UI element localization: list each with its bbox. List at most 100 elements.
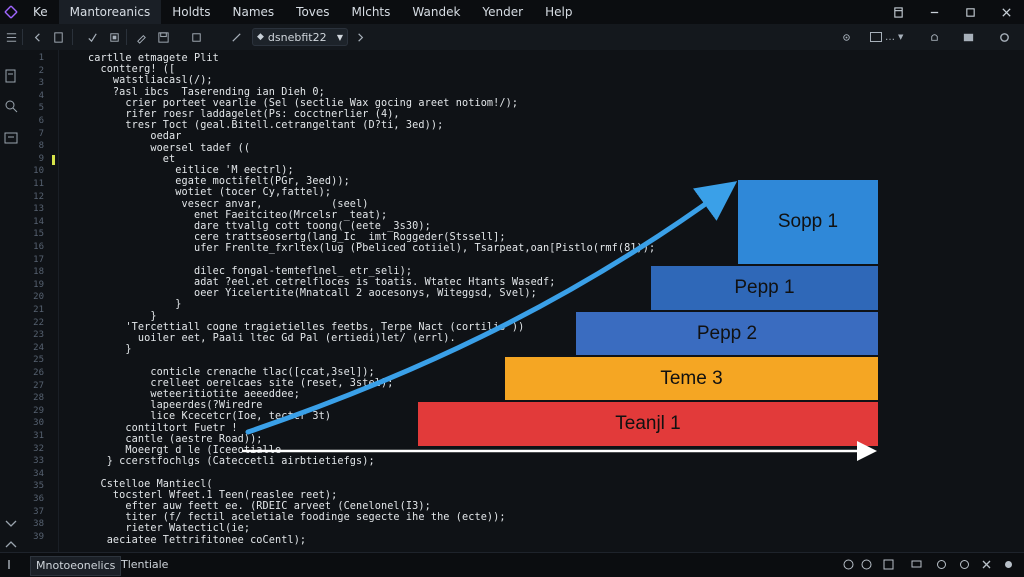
code-line: ufer Frenlte_fxrltex(lug (Pbeliced cotii… [88, 243, 656, 255]
line-number: 21 [33, 305, 44, 315]
step-label: Pepp 2 [696, 322, 758, 344]
code-line: dare ttvallg cott toong( (eete _3s30); [88, 221, 431, 232]
source-control-icon[interactable] [3, 130, 19, 146]
line-number: 16 [33, 242, 44, 252]
code-line: egate moctifelt(PGr, 3eed)); [88, 176, 350, 188]
back-icon[interactable] [27, 27, 47, 47]
step-label: Teanjl 1 [615, 413, 681, 434]
line-number: 39 [33, 531, 44, 542]
code-line: lapeerdes(?Wiredre [88, 400, 263, 412]
code-line: uoiler eet, Paali ltec Gd Pal (ertiedi)l… [88, 333, 456, 344]
code-line: wotiet (tocer Cy,fattel); [88, 187, 332, 199]
stack-icon[interactable] [104, 27, 124, 47]
code-line: conticle crenache tlac([ccat,3sel]); [88, 366, 375, 378]
line-number: 28 [33, 393, 44, 404]
minimize-icon[interactable] [916, 0, 952, 24]
branch-icon: ◆ [257, 32, 264, 42]
line-number: 3 [38, 78, 44, 89]
layout-icon[interactable] [882, 558, 895, 571]
layout-select[interactable]: … ▼ [870, 28, 912, 46]
gutter-divider [58, 50, 59, 552]
menu-item-toves[interactable]: Toves [296, 5, 330, 19]
line-number: 26 [33, 368, 44, 378]
brush-icon[interactable] [131, 27, 151, 47]
diagram-step-1: Sopp 1 [738, 180, 878, 264]
close-panel-icon[interactable] [980, 558, 993, 571]
maximize-icon[interactable] [952, 0, 988, 24]
explorer-icon[interactable] [3, 68, 19, 84]
menu-item-ke[interactable]: Ke [33, 5, 48, 19]
notify-icon[interactable] [958, 558, 971, 571]
frame-icon[interactable] [186, 27, 206, 47]
search-icon[interactable] [3, 98, 19, 114]
code-line: Cstelloe Mantiecl( [88, 478, 213, 490]
line-number: 32 [33, 443, 44, 454]
menu-item-names[interactable]: Names [232, 5, 275, 19]
gear-icon[interactable] [994, 27, 1014, 47]
menu-item-mlchts[interactable]: Mlchts [351, 5, 391, 19]
toolbar: ◆ dsnebfit22 ▼ … ▼ [0, 24, 1024, 51]
menu-item-help[interactable]: Help [545, 5, 573, 19]
save-icon[interactable] [153, 27, 173, 47]
settings-icon[interactable] [836, 27, 856, 47]
error-icon[interactable] [860, 558, 873, 571]
line-number: 34 [33, 468, 44, 479]
code-line: oedar [88, 131, 182, 143]
modified-line-marker [52, 155, 55, 165]
step-label: Sopp 1 [777, 211, 839, 232]
menu-item-yender[interactable]: Yender [482, 5, 524, 19]
code-line: } [88, 299, 182, 311]
remote-icon[interactable] [1002, 558, 1015, 571]
line-number: 31 [33, 431, 44, 441]
menu-item-holdts[interactable]: Holdts [172, 5, 211, 19]
forward-icon[interactable] [350, 27, 370, 47]
code-line: rifer roesr laddagelet(Ps: cocctnerlier … [88, 109, 400, 120]
sync-icon[interactable] [842, 558, 855, 571]
code-line: oeer Yicelertite(Mnatcall 2 aocesonys, W… [88, 288, 537, 300]
line-number: 38 [33, 519, 44, 530]
bell-icon[interactable] [924, 27, 944, 47]
code-line: tocsterl Wfeet.1 Teen(reaslee reet); [88, 489, 338, 501]
code-line: 'Tercettiall cogne tragietielles feetbs,… [88, 321, 525, 333]
file-icon[interactable] [48, 27, 68, 47]
code-line: efter auw feett ee. (RDEIC arveet (Cenel… [88, 501, 431, 512]
code-line: aeciatee Tettrifitonee coCentl); [88, 534, 307, 546]
menu-list-icon[interactable] [1, 27, 21, 47]
line-number: 19 [33, 279, 44, 290]
code-line: rieter Watecticl(ie; [88, 523, 251, 535]
expand-icon[interactable] [3, 536, 19, 552]
restore-icon[interactable] [880, 0, 916, 24]
code-line: woersel tadef (( [88, 142, 251, 154]
code-line: enet Faeitciteo(Mrcelsr _teat); [88, 209, 388, 221]
line-number: 10 [33, 166, 44, 177]
status-tab-main[interactable]: Mnotoeonelics [30, 556, 122, 576]
line-number: 8 [38, 141, 44, 152]
code-line: weteeritiotite aeeeddee; [88, 389, 300, 400]
menu-item-wandek[interactable]: Wandek [412, 5, 461, 19]
line-number: 36 [33, 494, 44, 504]
activity-bar [0, 50, 23, 552]
bell-icon[interactable] [935, 558, 948, 571]
status-bar: Mnotoeonelics Tlentiale [0, 552, 1024, 577]
line-number: 1 [38, 53, 44, 63]
code-line: contterg! ([ [88, 64, 176, 76]
branch-select[interactable]: ◆ dsnebfit22 ▼ [252, 28, 348, 46]
menu-item-mantoreanics[interactable]: Mantoreanics [58, 0, 162, 24]
line-number: 33 [33, 456, 44, 467]
panel-icon[interactable] [958, 27, 978, 47]
branch-label: dsnebfit22 [267, 30, 327, 44]
chat-icon[interactable] [910, 558, 923, 571]
collapse-icon[interactable] [3, 516, 19, 532]
chevron-down-icon: ▼ [898, 33, 904, 41]
line-number: 24 [33, 342, 44, 353]
edit-icon[interactable] [226, 27, 246, 47]
line-number: 15 [33, 229, 44, 240]
close-icon[interactable] [988, 0, 1024, 24]
code-line: titer (f/ fectil aceletiale foodinge seg… [88, 512, 506, 524]
line-number: 6 [38, 116, 44, 126]
status-tab-secondary[interactable]: Tlentiale [121, 558, 169, 571]
panel-toggle-icon[interactable] [6, 558, 19, 571]
line-number: 20 [33, 292, 44, 303]
check-icon[interactable] [82, 27, 102, 47]
line-number: 37 [33, 506, 44, 517]
